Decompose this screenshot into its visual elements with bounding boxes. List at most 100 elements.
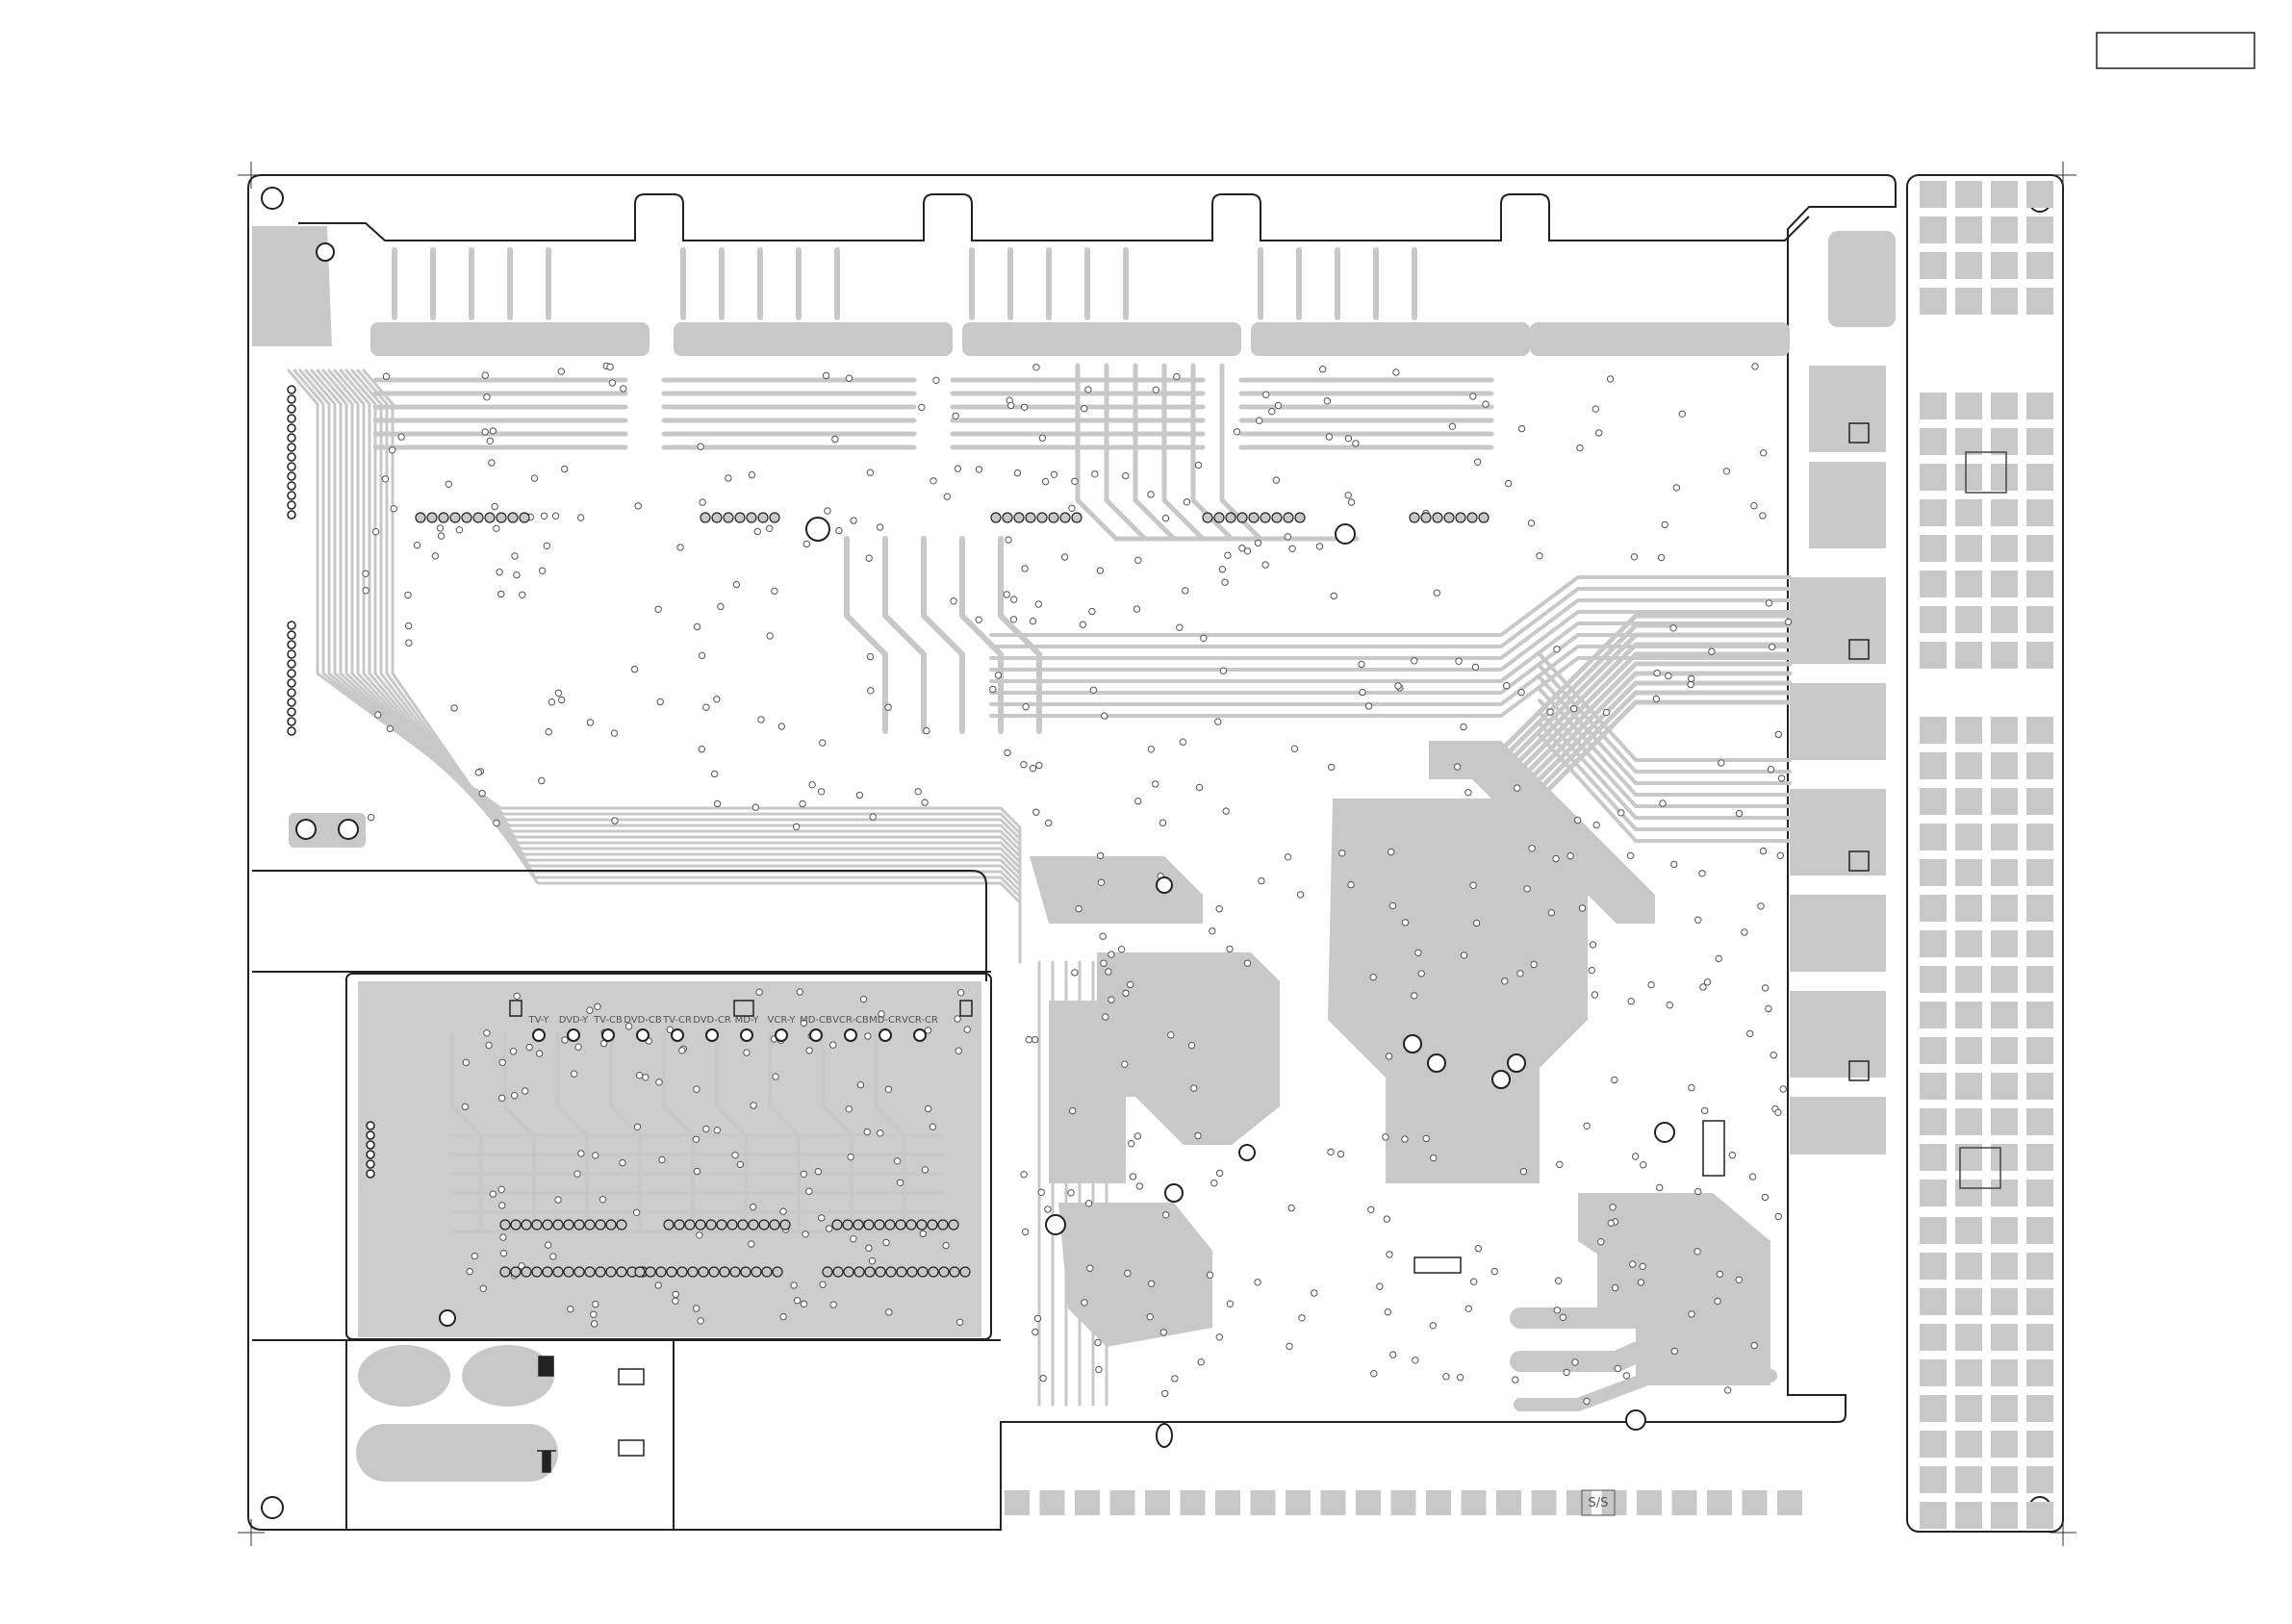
ic-pin <box>416 513 425 522</box>
ic-pin <box>1072 513 1082 522</box>
via <box>1715 1298 1720 1304</box>
via <box>438 533 444 539</box>
via <box>1736 1277 1742 1282</box>
via <box>1505 480 1511 486</box>
via <box>1123 472 1129 478</box>
via <box>1770 644 1775 649</box>
via <box>432 553 438 559</box>
ic-pin <box>906 1220 916 1230</box>
header-pin <box>288 689 295 697</box>
edge-pad <box>2026 930 2053 957</box>
trace <box>300 370 1020 962</box>
header-pin <box>288 670 295 677</box>
via <box>1694 1249 1700 1255</box>
via <box>1011 596 1017 602</box>
edge-pad <box>1920 606 1947 633</box>
edge-pad <box>1955 571 1982 597</box>
via <box>1023 704 1029 710</box>
via <box>1596 430 1602 436</box>
via <box>809 782 815 788</box>
via <box>1239 546 1245 551</box>
via <box>1423 1135 1429 1141</box>
ic-pin <box>918 1267 928 1277</box>
via <box>883 1239 889 1245</box>
via <box>1760 513 1766 519</box>
via <box>930 1124 935 1129</box>
connector-pad <box>706 1029 718 1041</box>
via <box>1148 747 1154 752</box>
via <box>1736 810 1742 816</box>
via <box>1413 1358 1418 1363</box>
via <box>703 704 709 710</box>
edge-pad <box>1955 1002 1982 1028</box>
via <box>964 1027 970 1032</box>
ic-pin <box>706 1220 716 1230</box>
ic-pin <box>564 1267 573 1277</box>
via <box>1768 767 1773 773</box>
via <box>1412 658 1417 664</box>
trace <box>306 370 1020 962</box>
edge-pad <box>1955 1395 1982 1422</box>
via <box>1689 1084 1694 1090</box>
ic-pin <box>843 1220 853 1230</box>
via <box>1005 749 1010 755</box>
via <box>1097 852 1103 858</box>
via <box>749 1241 754 1247</box>
via <box>773 1074 778 1079</box>
trace <box>323 370 1020 962</box>
via <box>1780 1086 1786 1092</box>
via <box>634 1124 640 1129</box>
ic-pin <box>520 513 529 522</box>
via <box>867 653 873 659</box>
via <box>406 640 412 646</box>
via <box>1660 800 1666 806</box>
via <box>1134 1133 1140 1139</box>
via <box>818 789 824 795</box>
edge-pad <box>1955 642 1982 669</box>
edge-pad <box>1955 499 1982 526</box>
ic-pin <box>751 1267 761 1277</box>
edge-pad <box>1991 1324 2018 1351</box>
via <box>1766 1005 1771 1011</box>
mounting-hole <box>262 1497 283 1518</box>
via <box>714 1128 720 1133</box>
via <box>1658 554 1664 560</box>
edge-pad <box>2026 1217 2053 1244</box>
via <box>611 730 617 736</box>
via <box>694 1306 700 1311</box>
via <box>698 1318 703 1324</box>
via <box>633 1209 639 1215</box>
copper-fills <box>252 226 1896 1482</box>
connector-label: TV-Y <box>528 1015 550 1026</box>
via <box>572 1071 577 1077</box>
edge-pad <box>2026 1073 2053 1100</box>
via <box>1386 1053 1391 1059</box>
edge-pad <box>1955 464 1982 491</box>
edge-pad <box>1991 1108 2018 1135</box>
header-pin <box>288 424 295 432</box>
via <box>1160 1330 1166 1335</box>
edge-pad <box>1955 859 1982 886</box>
edge-pad <box>1955 1073 1982 1100</box>
ic-pin <box>585 1220 595 1230</box>
via <box>621 386 626 392</box>
via <box>1577 444 1583 450</box>
edge-pad <box>1955 1180 1982 1206</box>
edge-pad <box>1955 216 1982 243</box>
via <box>546 1242 551 1248</box>
edge-pad <box>1920 1431 1947 1458</box>
via <box>1244 960 1250 966</box>
via <box>1045 1206 1051 1212</box>
via <box>1201 635 1207 641</box>
via <box>1615 1365 1620 1371</box>
via <box>1225 552 1231 558</box>
via <box>514 572 520 578</box>
ic-pin <box>727 1220 737 1230</box>
via <box>1085 387 1091 393</box>
via <box>877 524 882 530</box>
via <box>1560 1314 1566 1320</box>
via <box>620 1159 625 1165</box>
edge-pad <box>1920 1324 1947 1351</box>
via <box>1269 409 1275 415</box>
via <box>1443 1374 1449 1380</box>
